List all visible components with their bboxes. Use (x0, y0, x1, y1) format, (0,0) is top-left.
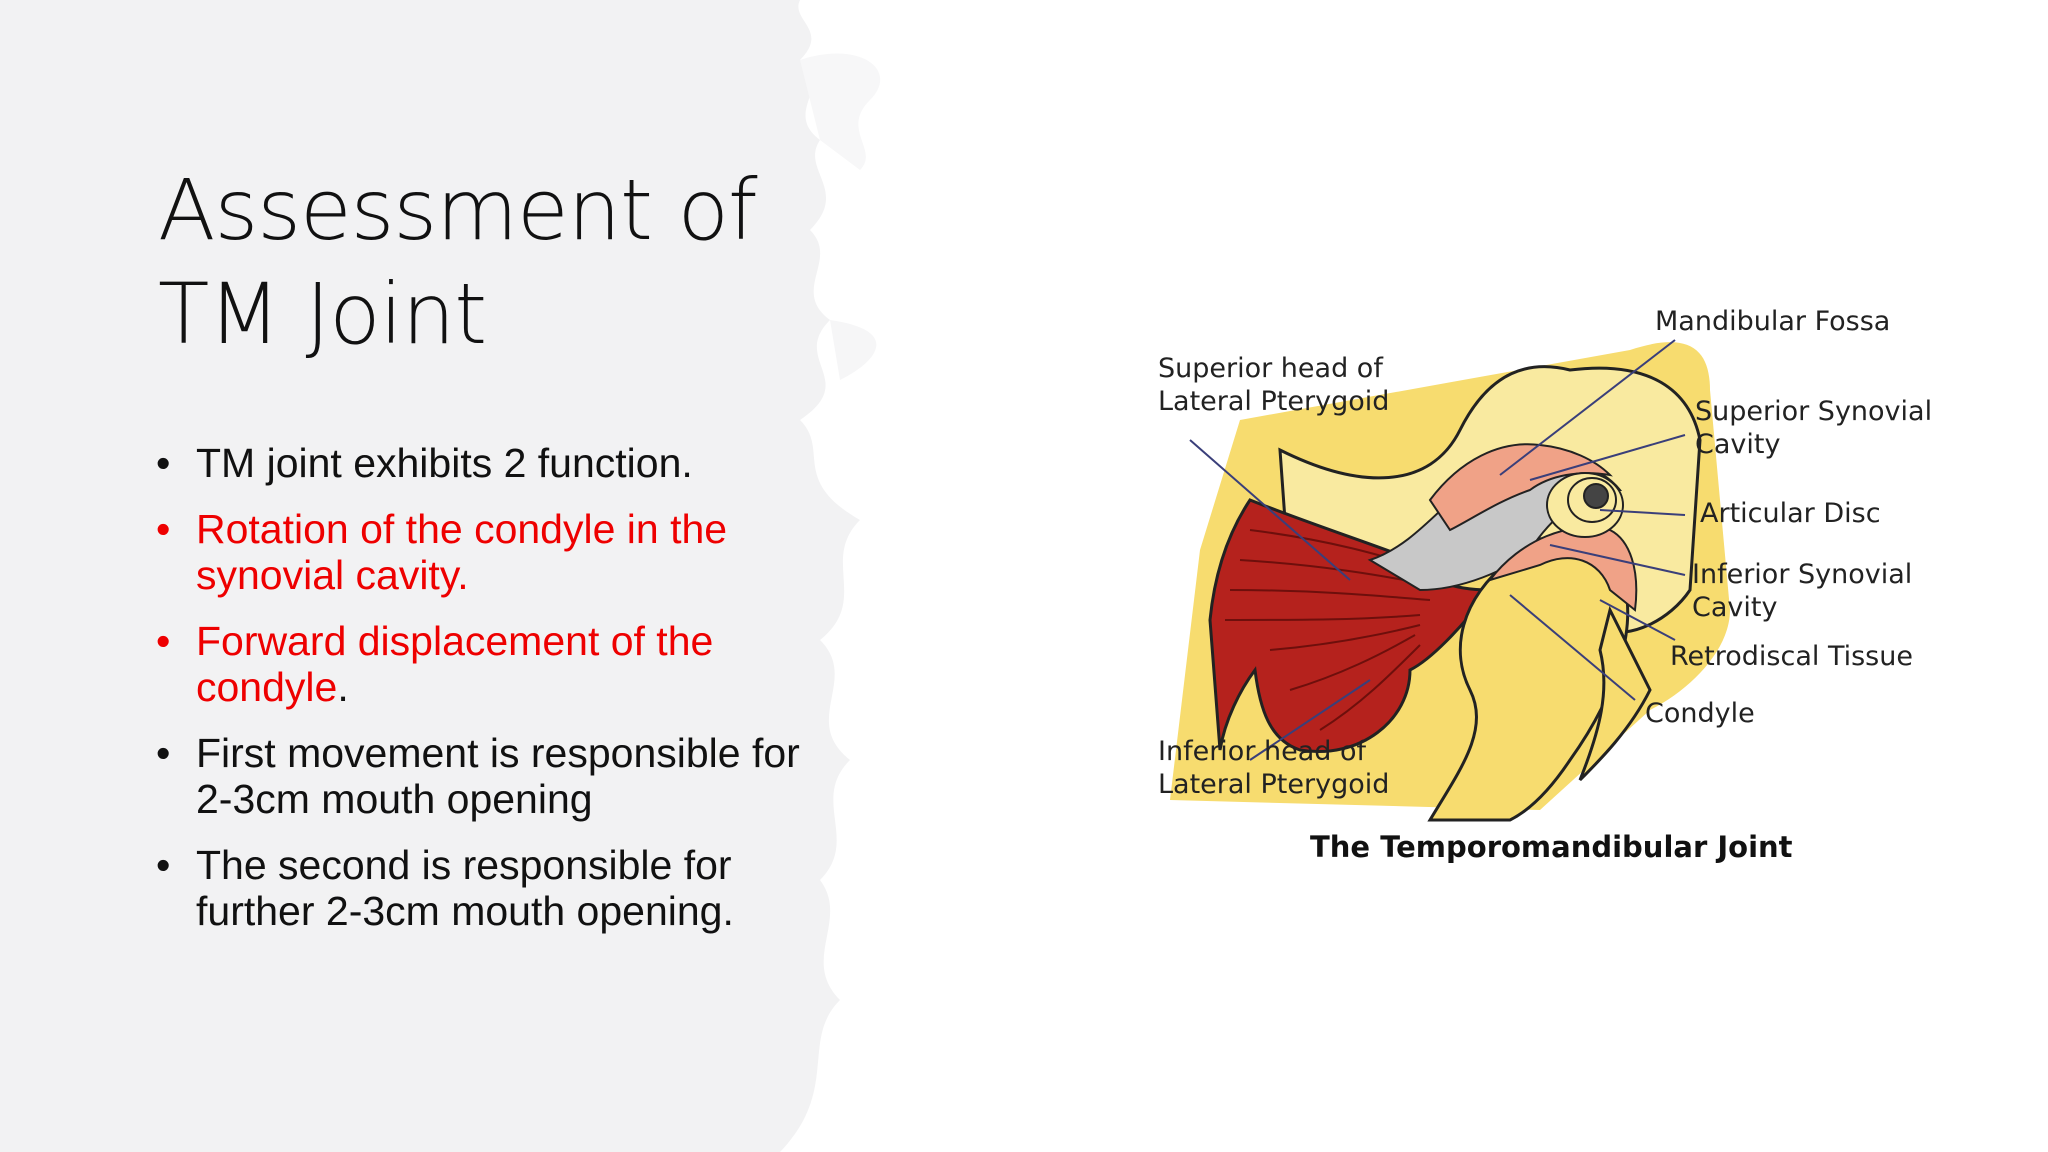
tmj-illustration (1170, 339, 1730, 822)
label-articular-disc: Articular Disc (1700, 498, 1881, 529)
bullet-item: • Rotation of the condyle in the synovia… (156, 506, 836, 598)
bullet-text: TM joint exhibits 2 function. (196, 440, 693, 486)
retrodiscal-tissue-spiral (1546, 472, 1624, 538)
bullet-item: • Forward displacement of the condyle. (156, 618, 836, 710)
bullet-dot: • (156, 730, 171, 776)
label-mandibular-fossa: Mandibular Fossa (1655, 306, 1891, 337)
bullet-dot: • (156, 506, 171, 552)
inferior-synovial-tissue (1487, 526, 1638, 612)
label-superior-synovial: Superior Synovial Cavity (1695, 396, 1933, 460)
figure-caption: The Temporomandibular Joint (1310, 830, 1793, 864)
title-line-1: Assessment of (158, 161, 758, 259)
bullet-dot: • (156, 842, 171, 888)
label-retrodiscal: Retrodiscal Tissue (1670, 641, 1913, 672)
bullet-dot: • (156, 440, 171, 486)
bullet-text: Rotation of the condyle in the synovial … (196, 506, 728, 598)
styloid-process (1578, 605, 1652, 782)
label-inferior-synovial: Inferior Synovial Cavity (1692, 559, 1913, 623)
bullet-suffix: . (337, 664, 349, 710)
bullet-list: • TM joint exhibits 2 function. • Rotati… (156, 440, 836, 954)
label-inferior-head: Inferior head of Lateral Pterygoid (1158, 736, 1390, 800)
label-condyle: Condyle (1645, 698, 1755, 729)
slide-title: Assessment of TM Joint (158, 158, 858, 366)
superior-synovial-tissue (1428, 443, 1613, 532)
tmj-figure: Mandibular Fossa Superior head of Latera… (1130, 290, 1980, 880)
bullet-text: The second is responsible for further 2-… (196, 842, 734, 934)
bullet-text: First movement is responsible for 2-3cm … (196, 730, 800, 822)
bullet-item: • First movement is responsible for 2-3c… (156, 730, 836, 822)
bullet-item: • The second is responsible for further … (156, 842, 836, 934)
label-leader-lines (1189, 339, 1686, 761)
bullet-dot: • (156, 618, 171, 664)
bullet-text: Forward displacement of the condyle (196, 618, 714, 710)
bullet-item: • TM joint exhibits 2 function. (156, 440, 836, 486)
title-line-2: TM Joint (158, 265, 487, 363)
label-superior-head: Superior head of Lateral Pterygoid (1158, 353, 1390, 417)
